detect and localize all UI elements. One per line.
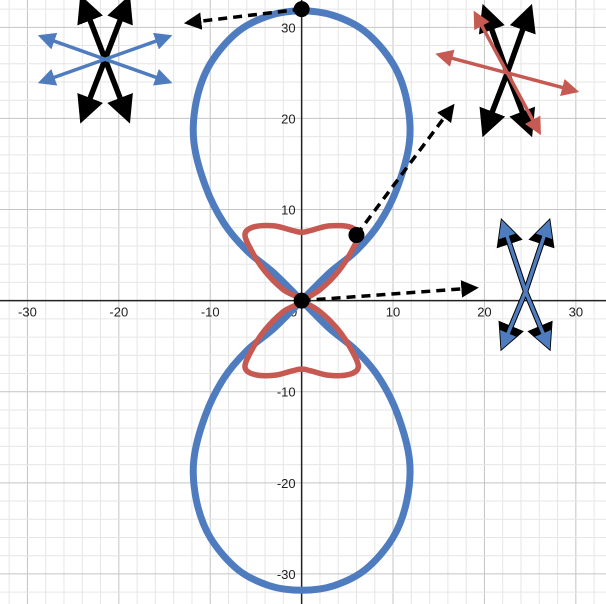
x-tick-label: -30 xyxy=(18,305,37,320)
marked-point xyxy=(293,1,310,18)
y-tick-label: -30 xyxy=(277,567,296,582)
x-tick-label: -10 xyxy=(201,305,220,320)
y-tick-label: -10 xyxy=(277,385,296,400)
glyph-arrow xyxy=(523,290,552,350)
glyph-arrow xyxy=(37,57,106,86)
glyph-arrow xyxy=(77,58,108,124)
top-right-glyph xyxy=(435,3,580,138)
dashed-annotation-arrow xyxy=(355,103,455,237)
glyph-arrow xyxy=(435,49,508,75)
x-tick-label: 20 xyxy=(477,305,491,320)
y-tick-label: 20 xyxy=(281,111,295,126)
glyph-arrow xyxy=(104,32,173,61)
glyph-arrow xyxy=(473,10,509,74)
x-tick-label: 10 xyxy=(386,305,400,320)
marked-points xyxy=(293,1,365,309)
y-tick-label: 10 xyxy=(281,203,295,218)
glyph-arrow xyxy=(77,0,108,61)
marked-point xyxy=(293,292,310,309)
top-left-glyph xyxy=(37,0,173,124)
y-tick-label: 30 xyxy=(281,20,295,35)
glyph-arrow xyxy=(479,71,510,138)
annotation-arrows xyxy=(183,7,479,303)
right-glyph xyxy=(496,217,555,352)
x-tick-label: 30 xyxy=(569,305,583,320)
y-tick-label: -20 xyxy=(277,476,296,491)
glyph-arrow xyxy=(498,219,528,293)
marked-point xyxy=(348,227,365,244)
glyph-arrow xyxy=(500,290,528,350)
glyph-arrow xyxy=(102,58,133,124)
glyph-arrow xyxy=(102,0,133,61)
dashed-annotation-arrow xyxy=(183,7,302,30)
glyph-arrow xyxy=(523,219,553,293)
glyph-arrow xyxy=(505,72,541,136)
dashed-annotation-arrow xyxy=(301,280,479,303)
glyph-arrow xyxy=(104,57,173,86)
glyph-arrow xyxy=(504,3,536,74)
glyph-arrow xyxy=(506,71,580,96)
arrow-glyphs xyxy=(37,0,580,352)
x-tick-label: -20 xyxy=(109,305,128,320)
glyph-arrow xyxy=(37,32,106,61)
